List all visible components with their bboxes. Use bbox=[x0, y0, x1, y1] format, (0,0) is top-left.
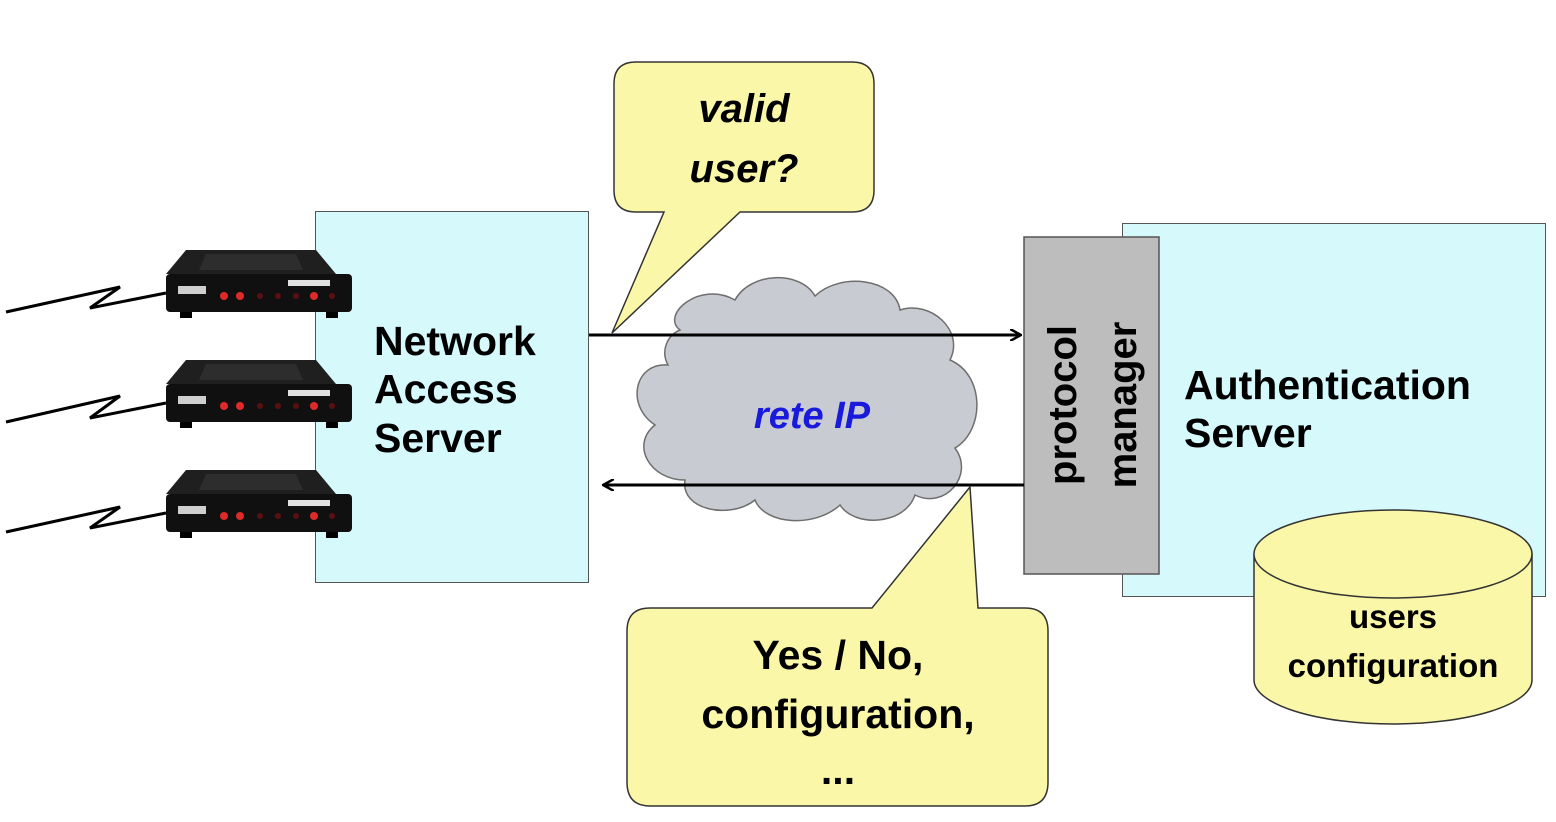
reply-speech-bubble bbox=[626, 485, 1049, 807]
nas-label-line1: Network bbox=[374, 318, 536, 364]
query-speech-bubble bbox=[611, 61, 875, 334]
lightning-link-icon bbox=[5, 285, 167, 314]
reply-bubble-line1: Yes / No, bbox=[753, 632, 924, 678]
reply-bubble-line3: ... bbox=[821, 747, 855, 793]
lightning-link-icon bbox=[5, 505, 167, 534]
modem-icon bbox=[166, 360, 352, 428]
protocol-manager-line1: protocol bbox=[1041, 325, 1085, 485]
auth-label-line2: Server bbox=[1184, 410, 1312, 457]
lightning-link-icon bbox=[5, 394, 167, 424]
ip-network-label: rete IP bbox=[754, 395, 871, 437]
authentication-server-label: Authentication Server bbox=[1184, 361, 1471, 458]
auth-label-line1: Authentication bbox=[1184, 362, 1471, 408]
modem-icon bbox=[166, 470, 352, 538]
database-label-line2: configuration bbox=[1288, 647, 1499, 684]
modem-icon bbox=[166, 250, 352, 318]
ip-network-cloud bbox=[636, 276, 978, 522]
users-database-cylinder bbox=[1253, 509, 1533, 725]
database-label-line1: users bbox=[1349, 598, 1437, 635]
query-bubble-line2: user? bbox=[690, 147, 799, 191]
reply-bubble-line2: configuration, bbox=[701, 691, 974, 737]
network-access-server-label: Network Access Server bbox=[374, 317, 536, 462]
protocol-manager-box bbox=[1023, 236, 1160, 575]
network-access-server-box bbox=[315, 211, 589, 583]
query-bubble-line1: valid bbox=[698, 87, 791, 131]
protocol-manager-line2: manager bbox=[1101, 322, 1145, 489]
nas-label-line3: Server bbox=[374, 414, 502, 461]
nas-label-line2: Access bbox=[374, 366, 518, 413]
